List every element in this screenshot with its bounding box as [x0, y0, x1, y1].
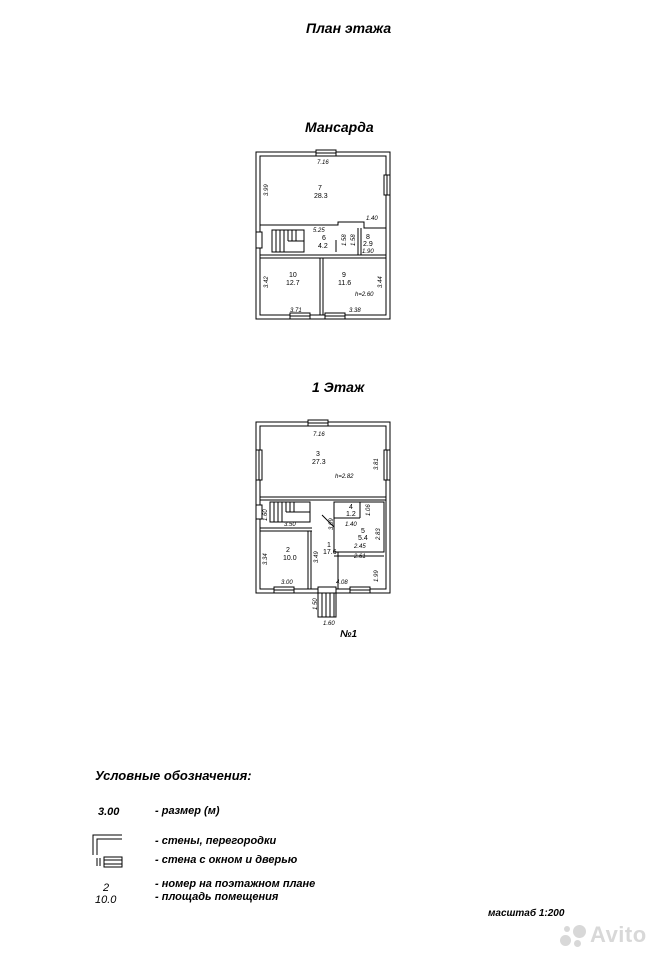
attic-room-8-area: 2.9 [363, 241, 373, 248]
first-dim: 1.40 [345, 522, 357, 528]
first-dim: 3.81 [374, 458, 380, 470]
first-floor-plan [255, 419, 391, 618]
first-dim: 3.00 [281, 580, 293, 586]
avito-wordmark: Avito [590, 922, 647, 947]
first-dim: 3.34 [263, 553, 269, 565]
legend-number-sample: 2 [103, 882, 110, 894]
legend-area-sample: 10.0 [95, 894, 117, 906]
first-room-3-area: 27.3 [312, 459, 326, 466]
first-dim: 1.50 [313, 598, 319, 610]
first-room-4-number: 4 [349, 504, 353, 511]
entrance-number: №1 [340, 629, 357, 640]
first-dim: 1.60 [323, 621, 335, 627]
avito-logo-icon [560, 923, 586, 949]
first-dim: 1.06 [366, 504, 372, 516]
attic-room-6-number: 6 [322, 235, 326, 242]
first-dim: 1.60 [263, 509, 269, 521]
attic-dim: 3.38 [349, 308, 361, 314]
first-room-5-number: 5 [361, 528, 365, 535]
first-dim: 1.99 [374, 570, 380, 582]
legend-size-sample: 3.00 [98, 806, 120, 818]
legend-number-label: - номер на поэтажном плане [155, 878, 316, 890]
legend-window-symbol [96, 856, 123, 868]
attic-dim: 7.16 [317, 160, 329, 166]
attic-room-8-number: 8 [366, 234, 370, 241]
first-dim: 7.16 [313, 432, 325, 438]
first-room-1-area: 17.6 [323, 549, 337, 556]
first-dim: 2.83 [376, 528, 382, 541]
legend-window-label: - стена с окном и дверью [155, 854, 298, 866]
legend-symbols [92, 834, 123, 868]
first-dim: 3.50 [284, 522, 296, 528]
attic-plan [255, 149, 391, 320]
legend-wall-symbol [92, 834, 122, 855]
first-room-5-area: 5.4 [358, 535, 368, 542]
attic-dim: 3.71 [290, 308, 302, 314]
attic-dim: 3.44 [378, 276, 384, 288]
first-dim: 2.61 [353, 554, 366, 560]
legend-area-label: - площадь помещения [155, 891, 279, 903]
first-dim: 3.09 [329, 518, 335, 530]
attic-room-9-area: 11.6 [338, 280, 351, 287]
legend-walls-label: - стены, перегородки [155, 835, 277, 847]
attic-room-7-area: 28.3 [314, 193, 328, 200]
plan-title: План этажа [306, 20, 392, 36]
scale-label: масштаб 1:200 [488, 908, 565, 919]
attic-labels: 7 28.3 6 4.2 8 2.9 10 12.7 9 11.6 h=2.60… [264, 160, 384, 314]
attic-room-6-area: 4.2 [318, 243, 328, 250]
first-dim: 3.49 [314, 551, 320, 563]
first-dim: 2.45 [353, 544, 366, 550]
legend-size-label: - размер (м) [155, 805, 220, 817]
first-floor-labels: 3 27.3 h=2.82 4 1.2 5 5.4 2 10.0 1 17.6 … [263, 432, 382, 640]
attic-room-10-area: 12.7 [286, 280, 300, 287]
attic-dim: 5.25 [313, 228, 325, 234]
attic-height: h=2.60 [355, 292, 374, 298]
attic-dim: 1.58 [342, 234, 348, 246]
legend-title: Условные обозначения: [95, 768, 252, 783]
avito-watermark: Avito [560, 922, 647, 949]
first-room-3-number: 3 [316, 451, 320, 458]
first-height: h=2.82 [335, 474, 354, 480]
attic-title: Мансарда [305, 119, 374, 135]
attic-room-9-number: 9 [342, 272, 346, 279]
attic-room-7-number: 7 [318, 185, 322, 192]
first-room-2-area: 10.0 [283, 555, 297, 562]
first-room-4-area: 1.2 [346, 511, 356, 518]
attic-dim: 1.40 [366, 216, 378, 222]
attic-dim: 1.90 [362, 249, 374, 255]
first-floor-title: 1 Этаж [312, 379, 365, 395]
attic-dim: 3.99 [264, 184, 270, 196]
first-room-1-number: 1 [327, 542, 331, 549]
attic-room-10-number: 10 [289, 272, 297, 279]
first-dim: 4.08 [336, 580, 348, 586]
first-room-2-number: 2 [286, 547, 290, 554]
attic-dim: 3.42 [264, 276, 270, 288]
attic-dim: 1.58 [351, 234, 357, 246]
